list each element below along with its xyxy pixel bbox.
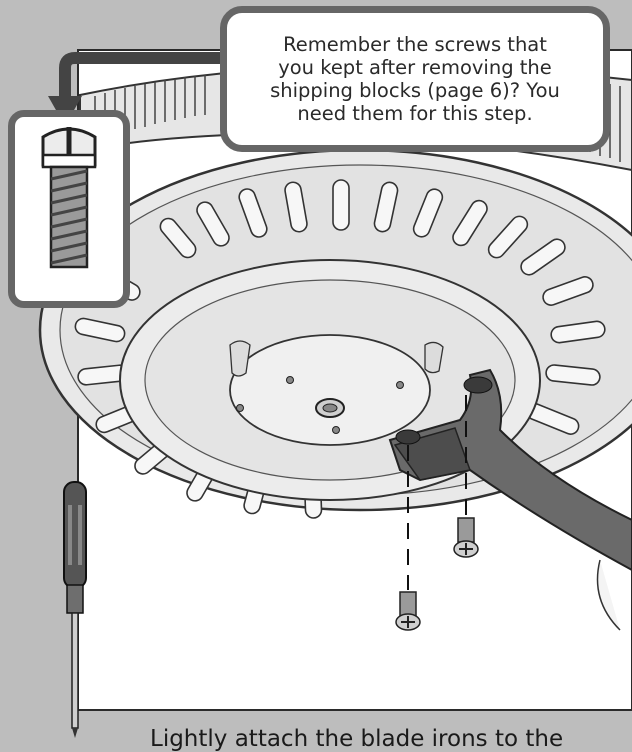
callout-line-2: you kept after removing the [270, 56, 560, 79]
callout-line-3: shipping blocks (page 6)? You [270, 79, 560, 102]
callout-text: Remember the screws that you kept after … [270, 33, 560, 125]
screw-right [454, 518, 478, 557]
callout-line-4: need them for this step. [270, 102, 560, 125]
callout-line-1: Remember the screws that [270, 33, 560, 56]
screw-icon [15, 117, 123, 301]
caption-text: Lightly attach the blade irons to the [150, 726, 563, 752]
screw-detail-box [8, 110, 130, 308]
screw-left [396, 592, 420, 630]
instruction-callout: Remember the screws that you kept after … [220, 6, 610, 152]
